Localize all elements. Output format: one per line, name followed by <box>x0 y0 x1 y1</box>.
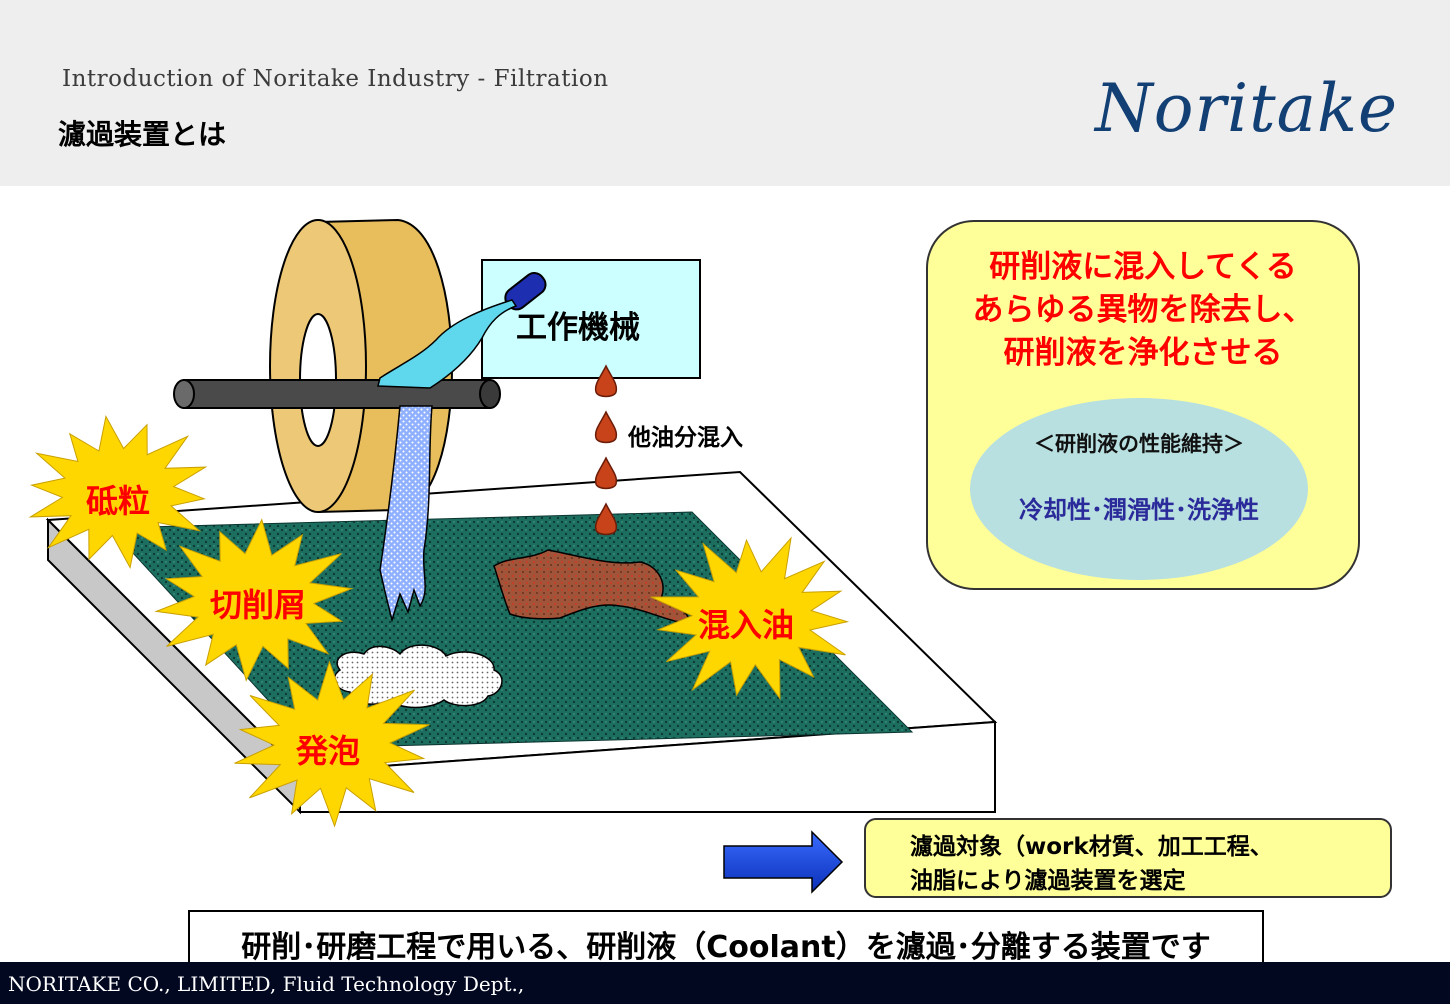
machine-tool-label: 工作機械 <box>516 310 640 346</box>
oil-burst <box>650 536 850 701</box>
note-line: 油脂により濾過装置を選定 <box>910 868 1186 894</box>
callout-line: 研削液に混入してくる <box>989 249 1297 285</box>
arrow-right-icon <box>723 830 844 894</box>
burst-label-oil: 混入油 <box>698 606 795 644</box>
callout-heading: 研削液に混入してくる あらゆる異物を除去し、 研削液を浄化させる <box>928 246 1358 375</box>
page-subtitle: Introduction of Noritake Industry - Filt… <box>62 66 609 92</box>
header-bar <box>0 0 1450 186</box>
oil-drops <box>594 364 618 536</box>
note-line: 濾過対象（work材質、加工工程、 <box>910 834 1273 860</box>
burst-label-chips: 切削屑 <box>210 586 307 624</box>
footer-bar <box>0 962 1450 1004</box>
conclusion-text: 研削･研磨工程で用いる、研削液（Coolant）を濾過･分離する装置です <box>241 930 1211 965</box>
machine-tool-box <box>481 259 701 379</box>
ellipse-title: ＜研削液の性能維持＞ <box>1034 432 1244 456</box>
purpose-callout: 研削液に混入してくる あらゆる異物を除去し、 研削液を浄化させる ＜研削液の性能… <box>926 220 1360 590</box>
ellipse-text: 冷却性･潤滑性･洗浄性 <box>1019 496 1259 524</box>
burst-label-abrasive: 砥粒 <box>86 482 151 520</box>
bursts <box>28 414 850 828</box>
selection-note: 濾過対象（work材質、加工工程、 油脂により濾過装置を選定 <box>864 818 1392 898</box>
coolant-flow <box>379 405 433 623</box>
page-title: 濾過装置とは <box>58 118 227 151</box>
abrasive-burst <box>28 414 208 570</box>
callout-line: 研削液を浄化させる <box>1003 335 1283 371</box>
coolant-stream <box>377 299 518 389</box>
foam-burst <box>234 660 430 828</box>
chips-burst <box>154 518 354 682</box>
spindle-shaft <box>173 379 501 409</box>
burst-label-foam: 発泡 <box>296 732 361 770</box>
performance-ellipse: ＜研削液の性能維持＞ 冷却性･潤滑性･洗浄性 <box>970 398 1308 580</box>
noritake-logo: Noritake <box>1095 70 1399 147</box>
footer-text: NORITAKE CO., LIMITED, Fluid Technology … <box>8 972 525 996</box>
oil-contamination-label: 他油分混入 <box>628 425 743 451</box>
callout-line: あらゆる異物を除去し、 <box>972 292 1314 328</box>
note-text: 濾過対象（work材質、加工工程、 油脂により濾過装置を選定 <box>910 830 1273 898</box>
